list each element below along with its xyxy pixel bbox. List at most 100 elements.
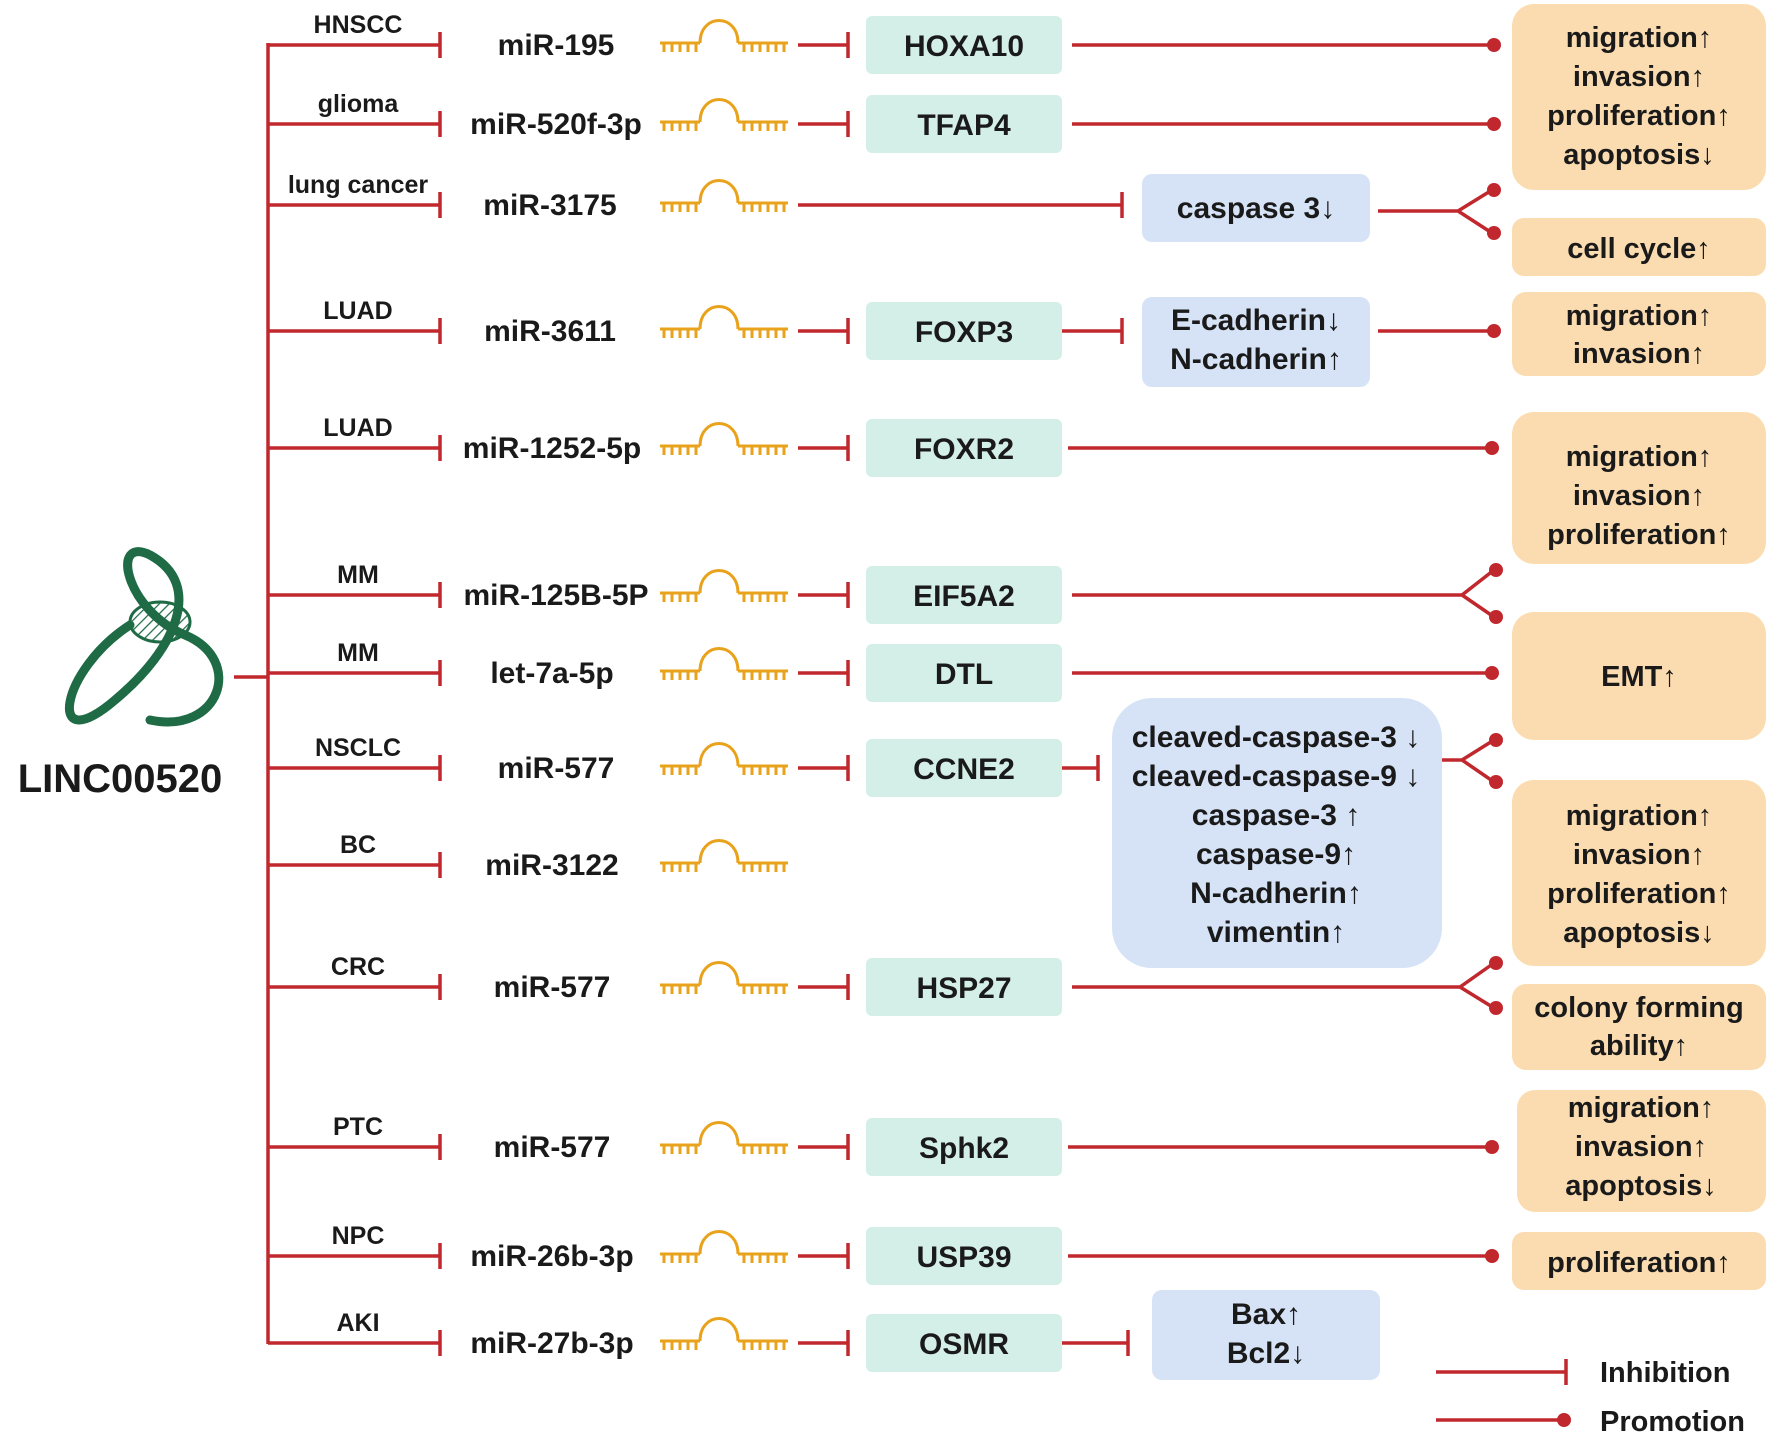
mirna-label: miR-27b-3p: [470, 1327, 633, 1360]
effect-box-9: proliferation↑: [1512, 1232, 1766, 1290]
target-label: USP39: [916, 1241, 1011, 1274]
target-label: Sphk2: [919, 1132, 1009, 1165]
mirna-hairpin-icon: [658, 961, 790, 996]
mediator-text: caspase-9↑: [1196, 838, 1356, 871]
mediator-text: caspase 3↓: [1177, 192, 1335, 225]
lncrna-title: LINC00520: [18, 757, 223, 801]
effect-text: ability↑: [1590, 1030, 1688, 1062]
effect-text: invasion↑: [1573, 61, 1705, 93]
promotion-dot: [1487, 183, 1501, 197]
promotion-dot: [1487, 324, 1501, 338]
disease-label: lung cancer: [288, 171, 429, 199]
mirna-hairpin-icon: [658, 742, 790, 777]
mirna-hairpin-icon: [658, 422, 790, 457]
target-box: [866, 958, 1062, 1016]
legend-inhibition-label: Inhibition: [1600, 1357, 1730, 1389]
promotion-dot: [1485, 1140, 1499, 1154]
target-box: [866, 95, 1062, 153]
promotion-dot: [1489, 610, 1503, 624]
mirna-label: miR-520f-3p: [470, 108, 642, 141]
effect-text: invasion↑: [1573, 480, 1705, 512]
effect-box-6: migration↑ invasion↑ proliferation↑ apop…: [1512, 780, 1766, 966]
effect-text: apoptosis↓: [1565, 1170, 1716, 1202]
mirna-label: let-7a-5p: [490, 657, 613, 690]
pathway-row: glioma miR-520f-3p TFAP4: [268, 90, 1062, 153]
mirna-hairpin-icon: [658, 839, 790, 874]
disease-label: glioma: [318, 90, 400, 118]
mediator-text: cleaved-caspase-3 ↓: [1132, 721, 1421, 754]
mirna-label: miR-1252-5p: [463, 432, 641, 465]
promotion-dot: [1489, 733, 1503, 747]
mirna-label: miR-577: [494, 971, 611, 1004]
promotion-dot: [1485, 666, 1499, 680]
fork-line: [1442, 738, 1495, 784]
mirna-label: miR-3175: [483, 189, 616, 222]
effect-box-5: EMT↑: [1512, 612, 1766, 740]
legend-promotion-dot: [1557, 1413, 1571, 1427]
mediator-text: vimentin↑: [1207, 916, 1345, 949]
effect-box-1: migration↑ invasion↑ proliferation↑ apop…: [1512, 4, 1766, 190]
effect-text: proliferation↑: [1547, 519, 1731, 551]
effect-box-8: migration↑ invasion↑ apoptosis↓: [1517, 1090, 1766, 1212]
pathway-row: MM miR-125B-5P EIF5A2: [268, 561, 1062, 624]
disease-label: CRC: [331, 953, 385, 981]
target-label: TFAP4: [917, 109, 1011, 142]
mirna-label: miR-125B-5P: [463, 579, 648, 612]
promotion-dot: [1489, 563, 1503, 577]
disease-label: HNSCC: [314, 11, 403, 39]
fork-line: [1072, 961, 1496, 1010]
target-box: [866, 419, 1062, 477]
effect-text: cell cycle↑: [1567, 233, 1711, 265]
promotion-dot: [1489, 1001, 1503, 1015]
target-box: [866, 566, 1062, 624]
promotion-dot: [1487, 117, 1501, 131]
effect-text: colony forming: [1534, 992, 1743, 1024]
disease-label: MM: [337, 561, 379, 589]
disease-label: BC: [340, 831, 376, 859]
mirna-label: miR-3611: [484, 315, 616, 348]
effect-text: apoptosis↓: [1563, 139, 1714, 171]
mirna-hairpin-icon: [658, 1230, 790, 1265]
effect-box-2: cell cycle↑: [1512, 218, 1766, 276]
target-box: [866, 644, 1062, 702]
effect-text: apoptosis↓: [1563, 917, 1714, 949]
effect-text: migration↑: [1566, 22, 1713, 54]
effect-box-4: migration↑ invasion↑ proliferation↑: [1512, 412, 1766, 564]
promotion-dot: [1489, 775, 1503, 789]
fork-line: [1378, 188, 1493, 235]
target-label: CCNE2: [913, 753, 1015, 786]
target-label: EIF5A2: [913, 580, 1015, 613]
promotion-dot: [1485, 441, 1499, 455]
pathway-row: LUAD miR-3611 FOXP3: [268, 297, 1062, 360]
target-box: [866, 16, 1062, 74]
target-label: DTL: [935, 658, 993, 691]
mirna-hairpin-icon: [658, 569, 790, 604]
mirna-hairpin-icon: [658, 1121, 790, 1156]
mediator-text: Bcl2↓: [1227, 1337, 1305, 1370]
target-box: [866, 302, 1062, 360]
effect-text: migration↑: [1568, 1092, 1715, 1124]
promotion-dot: [1485, 1249, 1499, 1263]
lncrna-icon: [65, 547, 224, 727]
target-label: HSP27: [916, 972, 1011, 1005]
effect-text: proliferation↑: [1547, 100, 1731, 132]
disease-label: AKI: [336, 1309, 379, 1337]
target-label: FOXP3: [915, 316, 1013, 349]
disease-label: PTC: [333, 1113, 383, 1141]
effect-text: invasion↑: [1573, 338, 1705, 370]
promotion-dot: [1487, 38, 1501, 52]
disease-label: MM: [337, 639, 379, 667]
target-box: [866, 1227, 1062, 1285]
effect-text: proliferation↑: [1547, 878, 1731, 910]
effect-box-7: colony forming ability↑: [1512, 984, 1766, 1070]
mediator-cadherin: E-cadherin↓ N-cadherin↑: [1142, 297, 1370, 387]
effect-text: migration↑: [1566, 300, 1713, 332]
target-label: OSMR: [919, 1328, 1009, 1361]
disease-label: LUAD: [323, 297, 392, 325]
mediator-text: N-cadherin↑: [1190, 877, 1362, 910]
mediator-text: E-cadherin↓: [1171, 304, 1341, 337]
